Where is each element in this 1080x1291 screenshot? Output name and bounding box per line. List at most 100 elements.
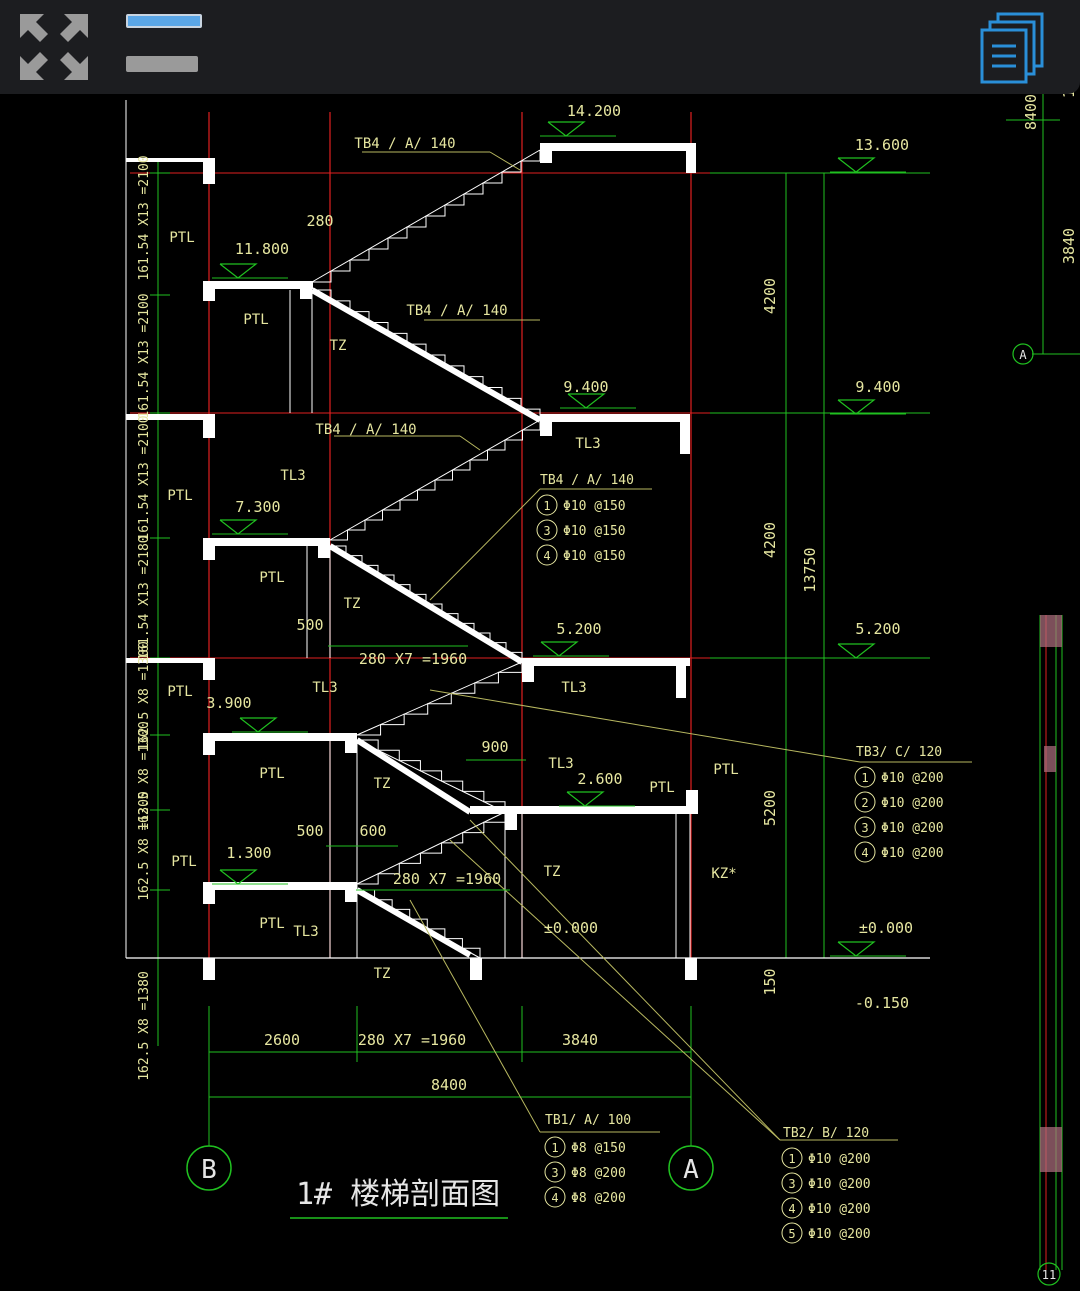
- elevation-label: 14.200: [567, 102, 621, 120]
- left-dim-label: 162.5 X8 =1300: [137, 721, 152, 831]
- left-dim-label: 162.5 X8 =1300: [137, 641, 152, 751]
- left-dim-label: 161.54 X13 =2180: [137, 535, 152, 660]
- slab-left: [126, 414, 210, 420]
- column-foot: [685, 958, 697, 980]
- member-label-ptl: PTL: [167, 488, 192, 504]
- slab-5200: [522, 658, 690, 666]
- callout-row-number: 3: [788, 1177, 795, 1191]
- callout-row-circle: [781, 1222, 803, 1244]
- callout-row-text: Φ8 @200: [571, 1191, 626, 1206]
- elevation-label: 11.800: [235, 240, 289, 258]
- member-label-tl3: TL3: [312, 680, 337, 696]
- elevation-label: 5.200: [855, 620, 900, 638]
- callout-row-circle: [854, 766, 876, 788]
- callout-row-number: 1: [543, 499, 550, 513]
- landing-edge: [203, 882, 215, 904]
- member-label: TB4 / A/ 140: [354, 136, 455, 152]
- elevation-mark: [219, 869, 258, 885]
- left-dim-label: 161.54 X13 =2100: [137, 155, 152, 280]
- elevation-label: 1.300: [226, 844, 271, 862]
- slab-edge: [680, 414, 690, 454]
- elevation-mark: [837, 399, 876, 415]
- flight-low-rising-soffit: [356, 661, 523, 736]
- callout-row-circle: [854, 841, 876, 863]
- landing-7300: [203, 538, 329, 546]
- layer-toggle-active[interactable]: [126, 14, 202, 28]
- inner-dim-label: 500: [296, 822, 323, 840]
- column-foot: [203, 958, 215, 980]
- landing-1300: [203, 882, 355, 890]
- landing-edge: [203, 733, 215, 755]
- callout-row-number: 4: [551, 1191, 558, 1205]
- callout-row-circle: [854, 791, 876, 813]
- drawing-linework: [125, 0, 1080, 1270]
- member-label-tz: TZ: [344, 596, 361, 612]
- slab-edge: [522, 658, 534, 682]
- member-label-tl3: TL3: [548, 756, 573, 772]
- detail-column: [1040, 615, 1062, 647]
- layer-toggle-inactive[interactable]: [126, 56, 198, 72]
- expand-arrows-icon: [20, 14, 88, 80]
- callout-row-text: Φ10 @200: [881, 771, 944, 786]
- callout-row-number: 1: [788, 1152, 795, 1166]
- right-dim-label: 5200: [761, 790, 779, 826]
- slab-edge: [203, 658, 215, 680]
- member-label-ptl: PTL: [649, 780, 674, 796]
- flight-ground-rising: [357, 812, 506, 885]
- callout-row-number: 5: [788, 1227, 795, 1241]
- bottom-dim-label: 2600: [264, 1031, 300, 1049]
- callout-row-number: 2: [861, 796, 868, 810]
- callout-row-text: Φ10 @150: [563, 499, 626, 514]
- landing-edge: [345, 882, 357, 902]
- callout-row-text: Φ10 @200: [881, 796, 944, 811]
- expand-button[interactable]: [14, 10, 94, 84]
- callout-tb1-label: TB1/ A/ 100: [545, 1113, 631, 1128]
- member-label-tz: TZ: [374, 966, 391, 982]
- flight-slab: [328, 543, 524, 665]
- flight-low-falling-soffit: [356, 739, 506, 813]
- flight-ground-rising-soffit: [356, 811, 506, 885]
- callout-row-text: Φ10 @200: [808, 1227, 871, 1242]
- slab-edge: [203, 414, 215, 438]
- right-dim-label: 4200: [761, 522, 779, 558]
- member-label-tz: TZ: [330, 338, 347, 354]
- flight-slab: [310, 287, 542, 423]
- slab-edge: [676, 658, 686, 698]
- member-label-tl3: TL3: [575, 436, 600, 452]
- elevation-label: ±0.000: [859, 919, 913, 937]
- leader: [469, 819, 781, 1141]
- callout-row-text: Φ8 @200: [571, 1166, 626, 1181]
- callout-row-number: 3: [543, 524, 550, 538]
- right-dim-label: 150: [761, 968, 779, 995]
- inner-dim-label: 600: [359, 822, 386, 840]
- elevation-label: 7.300: [235, 498, 280, 516]
- documents-button[interactable]: [978, 10, 1048, 84]
- flight-low-falling: [357, 739, 506, 812]
- far-right-dim-label: 3840: [1060, 228, 1078, 264]
- callout-row-number: 1: [861, 771, 868, 785]
- inner-dim-label: 280: [306, 212, 333, 230]
- landing-edge: [300, 281, 312, 299]
- elevation-mark: [837, 941, 876, 957]
- documents-list-icon: [980, 12, 1044, 84]
- elevation-mark: [239, 717, 278, 733]
- slab-left-top: [126, 158, 210, 162]
- leader: [459, 435, 481, 451]
- slab-2600: [470, 806, 696, 814]
- slab-edge: [540, 143, 552, 163]
- inner-dim-label: 280 X7 =1960: [359, 650, 467, 668]
- elevation-label: -0.150: [855, 994, 909, 1012]
- callout-row-text: Φ10 @200: [808, 1177, 871, 1192]
- inner-dim-label: 280 X7 =1960: [393, 870, 501, 888]
- member-label-ptl: PTL: [171, 854, 196, 870]
- callout-row-text: Φ8 @150: [571, 1141, 626, 1156]
- callout-row-circle: [781, 1197, 803, 1219]
- inner-dim-label: 500: [296, 616, 323, 634]
- column-foot: [470, 958, 482, 980]
- member-label-tl3: TL3: [280, 468, 305, 484]
- member-label-ptl: PTL: [169, 230, 194, 246]
- viewer-toolbar: [0, 0, 1080, 94]
- axis-label-a: A: [683, 1155, 699, 1185]
